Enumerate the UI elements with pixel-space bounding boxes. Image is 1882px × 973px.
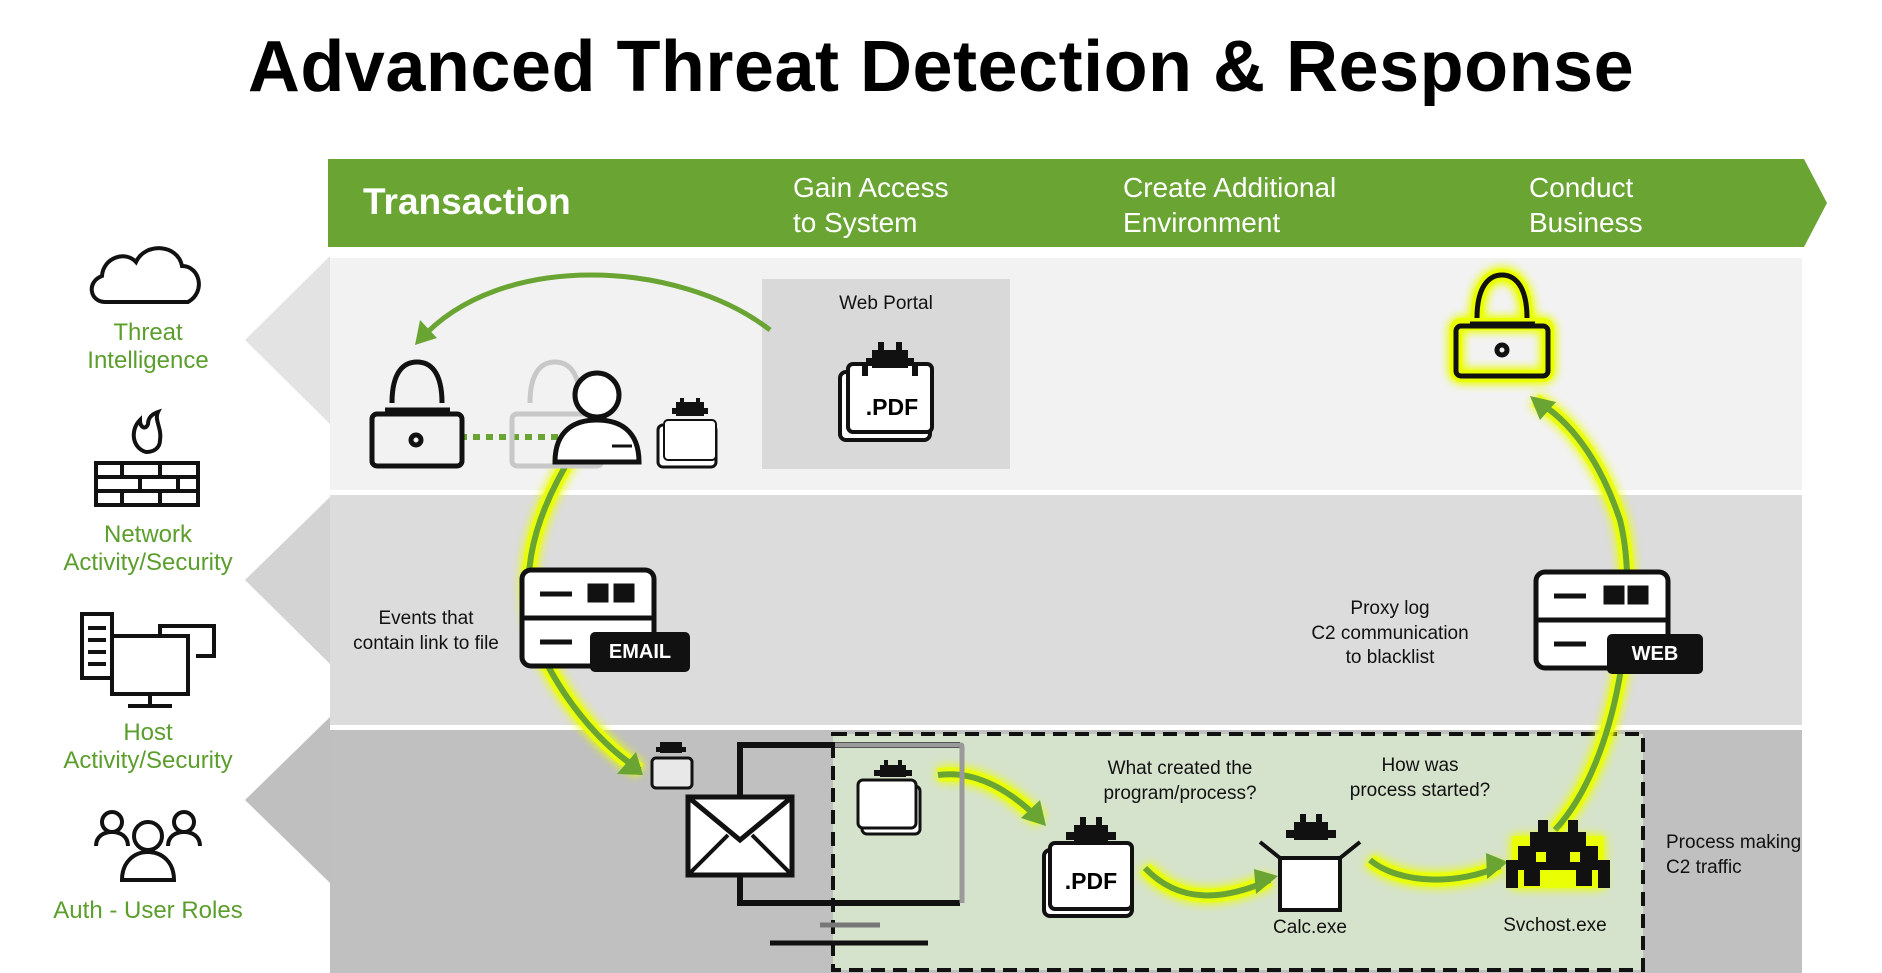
label-threat-intelligence: Threat Intelligence xyxy=(23,319,273,374)
proxy-line3: to blacklist xyxy=(1345,647,1435,669)
label-host-line1: Host xyxy=(123,719,173,746)
user-icon xyxy=(552,370,642,465)
proxy-log-label: Proxy log C2 communication to blacklist xyxy=(1280,597,1500,671)
stage-gain-access-line1: Gain Access xyxy=(793,172,949,203)
events-label: Events that contain link to file xyxy=(330,607,522,656)
lane3-chevron xyxy=(245,717,330,883)
portal-pdf-label: .PDF xyxy=(865,394,919,420)
stage-create-env-line1: Create Additional xyxy=(1123,172,1337,203)
what-created-label: What created the program/process? xyxy=(1080,757,1280,806)
user-roles-icon xyxy=(94,810,202,882)
firewall-icon xyxy=(94,408,200,507)
stage-create-env: Create Additional Environment xyxy=(1123,170,1336,240)
host-pdf-label: .PDF xyxy=(1064,868,1118,894)
cloud-icon xyxy=(89,246,201,304)
label-host-line2: Activity/Security xyxy=(63,746,233,774)
page-title: Advanced Threat Detection & Response xyxy=(247,27,1635,107)
bug-folder-icon xyxy=(656,398,718,469)
stage-gain-access-line2: to System xyxy=(793,207,918,238)
label-network-line1: Network xyxy=(103,521,193,548)
proxy-line2: C2 communication xyxy=(1311,622,1469,644)
svchost-process-icon xyxy=(1506,820,1610,888)
process-c2-line1: Process making xyxy=(1666,832,1802,853)
stage-transaction: Transaction xyxy=(363,181,571,222)
label-network-activity: Network Activity/Security xyxy=(23,521,273,576)
calc-process-icon xyxy=(1258,814,1362,912)
lane2-chevron xyxy=(245,497,330,664)
proxy-line1: Proxy log xyxy=(1350,598,1430,619)
stage-banner xyxy=(328,159,1827,247)
how-started-line2: process started? xyxy=(1349,779,1491,801)
label-auth-user-roles: Auth - User Roles xyxy=(53,897,243,924)
lane-threat-intel xyxy=(330,258,1802,490)
stage-conduct-line1: Conduct xyxy=(1529,172,1634,203)
events-line2: contain link to file xyxy=(353,632,499,654)
what-created-line2: program/process? xyxy=(1103,782,1257,804)
svchost-exe-label: Svchost.exe xyxy=(1503,915,1607,936)
host-pdf-icon xyxy=(1042,817,1134,918)
lane1-chevron xyxy=(245,256,330,424)
calc-exe-label: Calc.exe xyxy=(1273,917,1347,938)
web-tag: WEB xyxy=(1607,634,1703,674)
host-bug-folder-icon xyxy=(856,760,922,836)
stage-gain-access: Gain Access to System xyxy=(793,170,949,240)
attacker-remote-icon xyxy=(1453,272,1551,379)
events-line1: Events that xyxy=(378,608,474,629)
email-bug-folder-icon xyxy=(650,742,694,790)
host-devices-icon xyxy=(80,612,216,708)
web-portal-label: Web Portal xyxy=(839,293,933,314)
label-host-activity: Host Activity/Security xyxy=(23,719,273,774)
host-monitor-icon xyxy=(685,742,965,946)
process-c2-label: Process making C2 traffic xyxy=(1666,831,1866,880)
process-c2-line2: C2 traffic xyxy=(1666,856,1742,878)
label-threat-intelligence-line2: Intelligence xyxy=(87,346,209,374)
arrowhead-icon xyxy=(415,320,437,345)
email-tag: EMAIL xyxy=(590,632,690,672)
label-threat-intelligence-line1: Threat xyxy=(113,319,183,346)
stage-conduct: Conduct Business xyxy=(1529,170,1643,240)
what-created-line1: What created the xyxy=(1107,758,1253,779)
attacker-icon xyxy=(369,359,465,469)
how-started-line1: How was xyxy=(1381,755,1459,776)
label-network-line2: Activity/Security xyxy=(63,548,233,576)
stage-conduct-line2: Business xyxy=(1529,207,1643,238)
stage-create-env-line2: Environment xyxy=(1123,207,1281,238)
portal-pdf-icon xyxy=(838,342,934,442)
how-started-label: How was process started? xyxy=(1320,754,1520,803)
portal-to-attacker-arrow xyxy=(418,272,772,342)
